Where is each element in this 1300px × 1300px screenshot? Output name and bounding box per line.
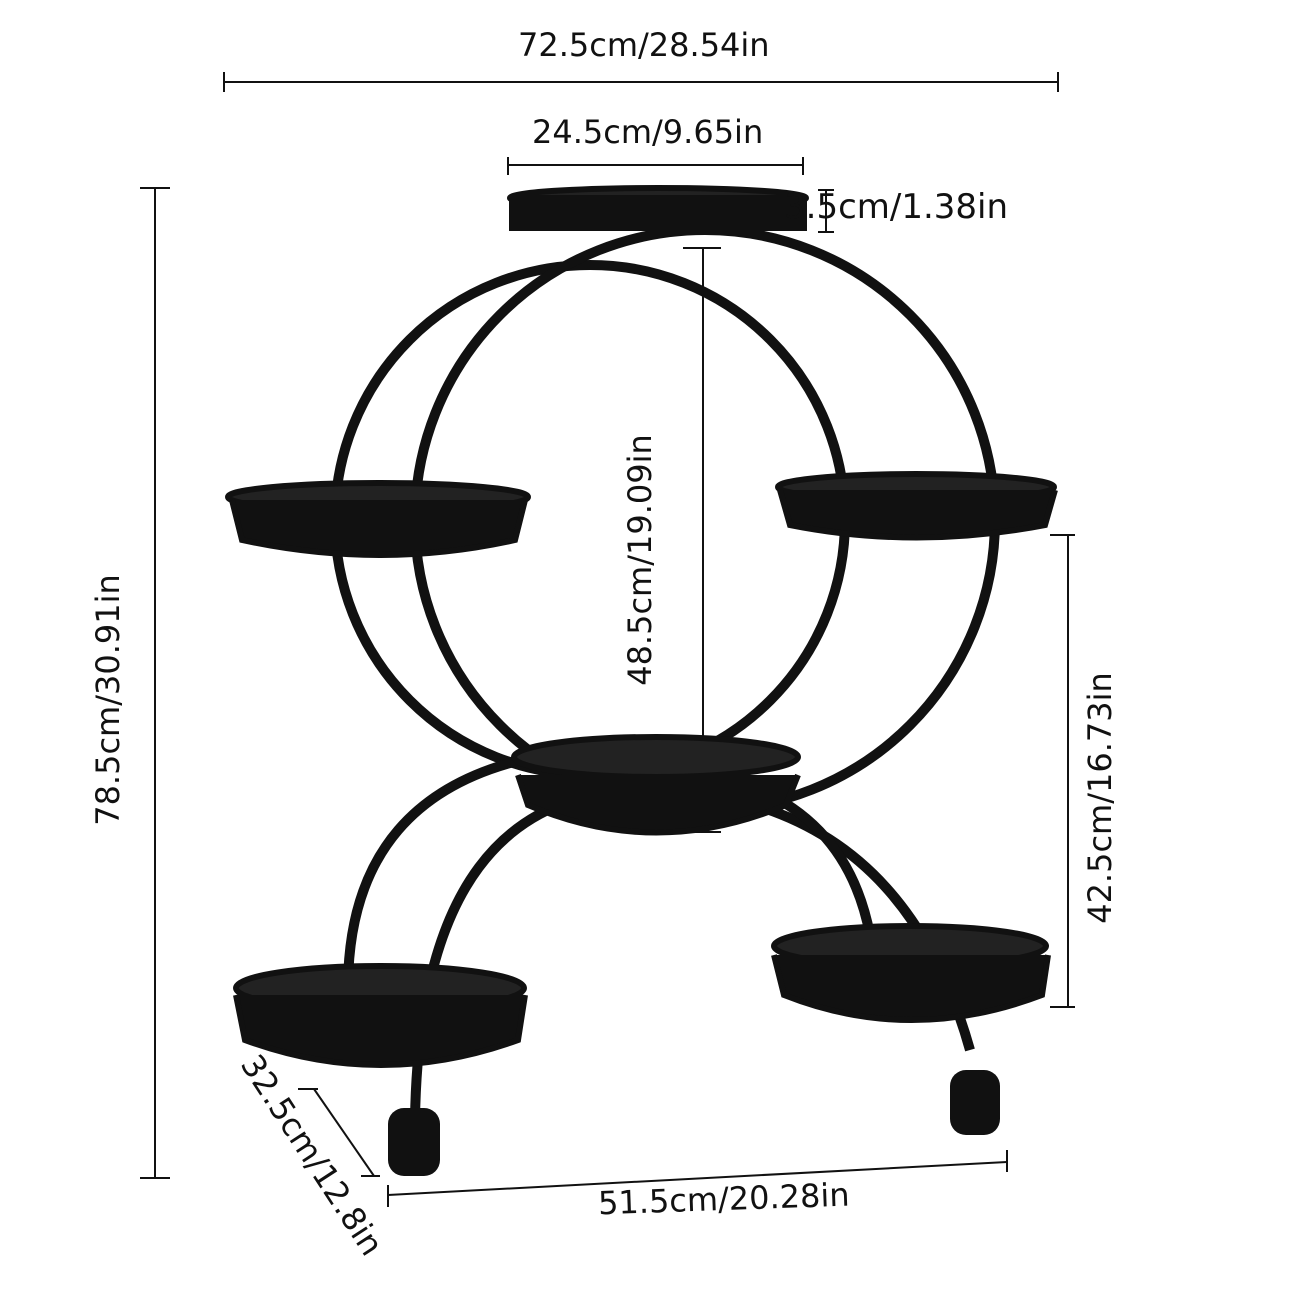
trays [225, 185, 1058, 1068]
casters [388, 1070, 1000, 1176]
side-height-label: 42.5cm/16.73in [1081, 672, 1119, 924]
overall-width-label: 72.5cm/28.54in [518, 26, 770, 64]
overall-height-label: 78.5cm/30.91in [89, 574, 127, 826]
top-tray-diameter-label: 24.5cm/9.65in [532, 113, 764, 151]
tray-rim-height-label: 3.5cm/1.38in [784, 187, 1009, 227]
inner-height-label: 48.5cm/19.09in [621, 434, 659, 686]
